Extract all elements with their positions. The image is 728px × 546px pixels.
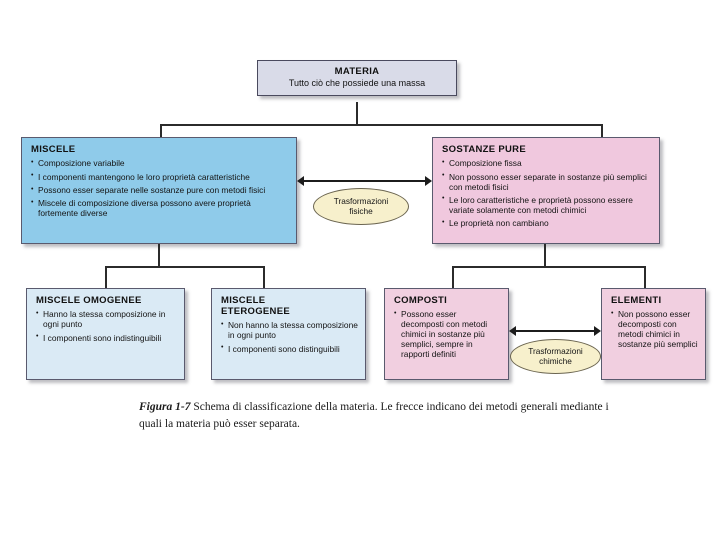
node-miscele-eterogenee: MISCELE ETEROGENEE Non hanno la stessa c… xyxy=(211,288,366,380)
node-miscele-eterogenee-title: MISCELE ETEROGENEE xyxy=(221,295,290,318)
arrowhead-right-icon xyxy=(594,326,601,336)
connector-miscele-to-omogenee xyxy=(105,266,107,288)
list-item: I componenti sono indistinguibili xyxy=(36,333,177,344)
arrow-shaft xyxy=(515,330,595,332)
list-item: I componenti sono distinguibili xyxy=(221,344,358,355)
arrowhead-left-icon xyxy=(509,326,516,336)
figure-caption-text: Schema di classificazione della materia.… xyxy=(139,401,609,430)
label-trasformazioni-fisiche: Trasformazioni fisiche xyxy=(313,188,409,225)
list-item: Composizione variabile xyxy=(31,158,289,169)
list-item: Non possono esser decomposti con metodi … xyxy=(611,309,698,350)
figure-number: Figura 1-7 xyxy=(139,401,191,413)
connector-root-bar xyxy=(160,124,603,126)
node-materia-title: MATERIA xyxy=(334,66,380,77)
node-materia: MATERIA Tutto ciò che possiede una massa xyxy=(257,60,457,96)
node-materia-subtitle: Tutto ciò che possiede una massa xyxy=(288,78,426,89)
list-item: Le loro caratteristiche e proprietà poss… xyxy=(442,195,652,216)
node-composti-title: COMPOSTI xyxy=(394,295,448,306)
node-miscele-title: MISCELE xyxy=(31,144,76,155)
connector-sostanze-stem xyxy=(544,244,546,268)
list-item: Hanno la stessa composizione in ogni pun… xyxy=(36,309,177,330)
list-item: Non possono esser separate in sostanze p… xyxy=(442,172,652,193)
list-item: Composizione fissa xyxy=(442,158,652,169)
arrow-trasformazioni-chimiche xyxy=(509,325,601,337)
connector-root-to-miscele xyxy=(160,124,162,139)
node-sostanze-pure-bullets: Composizione fissa Non possono esser sep… xyxy=(442,158,652,229)
node-miscele-bullets: Composizione variabile I componenti mant… xyxy=(31,158,289,219)
node-sostanze-pure-title: SOSTANZE PURE xyxy=(442,144,526,155)
node-miscele: MISCELE Composizione variabile I compone… xyxy=(21,137,297,244)
arrowhead-right-icon xyxy=(425,176,432,186)
connector-sostanze-bar xyxy=(452,266,646,268)
connector-miscele-to-eterogenee xyxy=(263,266,265,288)
list-item: Possono esser decomposti con metodi chim… xyxy=(394,309,501,360)
list-item: Miscele di composizione diversa possono … xyxy=(31,199,289,219)
arrowhead-left-icon xyxy=(297,176,304,186)
node-miscele-omogenee-bullets: Hanno la stessa composizione in ogni pun… xyxy=(36,309,177,344)
connector-root-stem xyxy=(356,102,358,125)
connector-miscele-bar xyxy=(105,266,265,268)
node-elementi-title: ELEMENTI xyxy=(611,295,662,306)
connector-root-to-sostanze xyxy=(601,124,603,139)
connector-sostanze-to-composti xyxy=(452,266,454,288)
arrow-shaft xyxy=(303,180,426,182)
node-composti: COMPOSTI Possono esser decomposti con me… xyxy=(384,288,509,380)
arrow-trasformazioni-fisiche xyxy=(297,175,432,187)
figure-caption: Figura 1-7 Schema di classificazione del… xyxy=(139,399,609,432)
list-item: Non hanno la stessa composizione in ogni… xyxy=(221,320,358,341)
node-elementi-bullets: Non possono esser decomposti con metodi … xyxy=(611,309,698,350)
node-miscele-eterogenee-bullets: Non hanno la stessa composizione in ogni… xyxy=(221,320,358,355)
connector-sostanze-to-elementi xyxy=(644,266,646,288)
list-item: Possono esser separate nelle sostanze pu… xyxy=(31,185,289,196)
node-miscele-omogenee-title: MISCELE OMOGENEE xyxy=(36,295,142,306)
list-item: I componenti mantengono le loro propriet… xyxy=(31,172,289,183)
node-composti-bullets: Possono esser decomposti con metodi chim… xyxy=(394,309,501,360)
list-item: Le proprietà non cambiano xyxy=(442,218,652,229)
connector-miscele-stem xyxy=(158,244,160,268)
node-elementi: ELEMENTI Non possono esser decomposti co… xyxy=(601,288,706,380)
node-sostanze-pure: SOSTANZE PURE Composizione fissa Non pos… xyxy=(432,137,660,244)
node-miscele-omogenee: MISCELE OMOGENEE Hanno la stessa composi… xyxy=(26,288,185,380)
label-trasformazioni-chimiche: Trasformazioni chimiche xyxy=(510,339,601,374)
